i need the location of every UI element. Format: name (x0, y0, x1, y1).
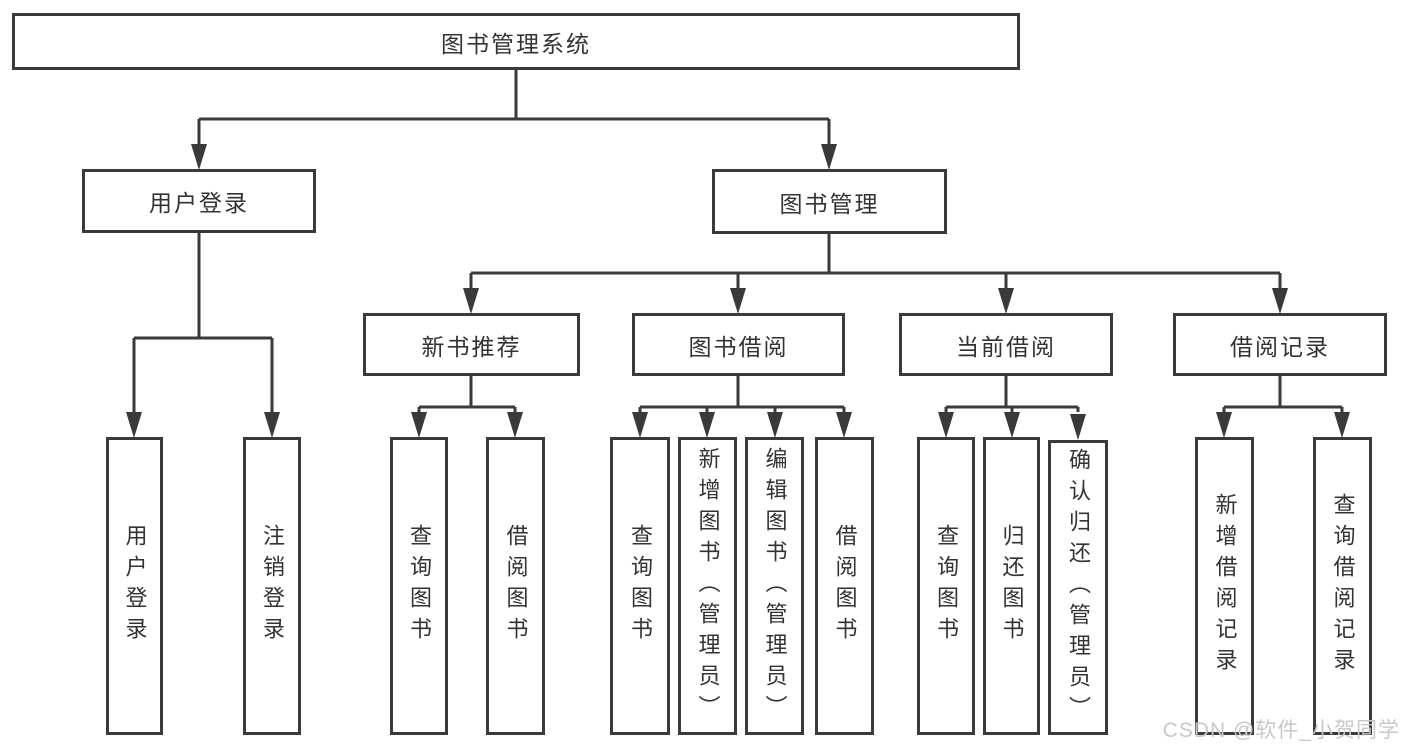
leaf-recommend-query-books-label: 查询图书 (407, 524, 432, 648)
leaf-user-login-label: 用户登录 (122, 524, 148, 648)
node-book-management: 图书管理 (712, 169, 947, 234)
node-borrow-records-label: 借阅记录 (1230, 333, 1330, 360)
leaf-borrow-borrow-books: 借阅图书 (815, 437, 874, 735)
connector-book-management-children (463, 233, 1288, 314)
node-current-borrow-label: 当前借阅 (956, 333, 1056, 360)
leaf-edit-book-admin-label: 编辑图书（管理员） (762, 446, 788, 726)
leaf-borrow-query-books: 查询图书 (610, 437, 670, 735)
leaf-logout-login: 注销登录 (243, 437, 301, 735)
node-user-login-label: 用户登录 (149, 190, 249, 216)
connector-root-to-level2 (191, 70, 837, 170)
node-new-book-recommend: 新书推荐 (363, 313, 580, 376)
leaf-user-login: 用户登录 (106, 437, 163, 735)
node-book-management-label: 图书管理 (779, 190, 880, 217)
connector-current-borrow-children (938, 376, 1086, 440)
leaf-borrow-borrow-books-label: 借阅图书 (832, 524, 858, 648)
node-root-system-label: 图书管理系统 (441, 30, 591, 57)
leaf-logout-login-label: 注销登录 (260, 524, 285, 648)
leaf-confirm-return-admin-label: 确认归还（管理员） (1066, 448, 1091, 727)
leaf-recommend-borrow-books-label: 借阅图书 (503, 524, 529, 648)
node-user-login: 用户登录 (82, 169, 316, 233)
node-root-system: 图书管理系统 (12, 13, 1020, 70)
leaf-recommend-query-books: 查询图书 (390, 437, 448, 735)
node-book-borrow: 图书借阅 (632, 313, 845, 376)
leaf-query-borrow-record: 查询借阅记录 (1313, 437, 1372, 735)
leaf-add-borrow-record-label: 新增借阅记录 (1212, 493, 1238, 679)
node-new-book-recommend-label: 新书推荐 (421, 333, 522, 360)
leaf-query-borrow-record-label: 查询借阅记录 (1330, 493, 1356, 679)
connector-new-book-recommend-children (411, 376, 523, 438)
leaf-add-book-admin-label: 新增图书（管理员） (695, 446, 721, 726)
leaf-return-books: 归还图书 (983, 437, 1040, 735)
leaf-add-borrow-record: 新增借阅记录 (1195, 437, 1254, 735)
leaf-return-books-label: 归还图书 (999, 524, 1025, 648)
connector-book-borrow-children (632, 376, 852, 438)
leaf-recommend-borrow-books: 借阅图书 (486, 437, 545, 735)
leaf-borrow-query-books-label: 查询图书 (628, 524, 653, 648)
leaf-current-query-books-label: 查询图书 (934, 524, 959, 648)
node-book-borrow-label: 图书借阅 (688, 333, 789, 360)
leaf-current-query-books: 查询图书 (917, 437, 975, 735)
node-current-borrow: 当前借阅 (899, 313, 1113, 376)
leaf-edit-book-admin: 编辑图书（管理员） (745, 437, 804, 735)
csdn-watermark: CSDN @软件_小贺同学 (1162, 719, 1400, 742)
connector-user-login-children (126, 232, 280, 438)
leaf-add-book-admin: 新增图书（管理员） (678, 437, 737, 735)
leaf-confirm-return-admin: 确认归还（管理员） (1048, 440, 1108, 735)
connector-borrow-records-children (1216, 376, 1350, 438)
node-borrow-records: 借阅记录 (1173, 313, 1387, 376)
